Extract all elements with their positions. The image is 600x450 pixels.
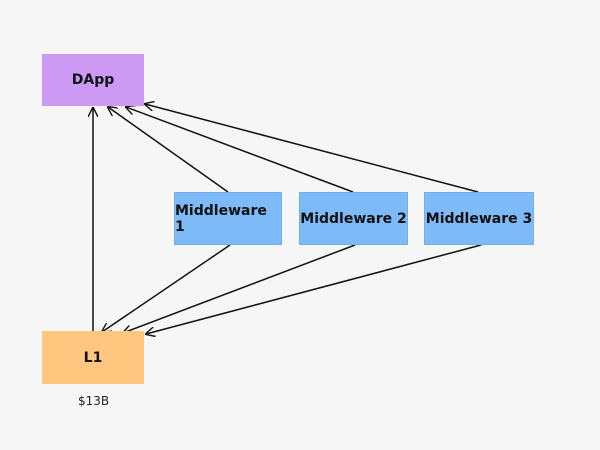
arrow-middleware-1-to-l1	[102, 244, 231, 332]
l1-node: L1	[42, 331, 144, 384]
arrow-middleware-3-to-l1	[146, 244, 482, 334]
arrow-middleware-2-to-dapp	[126, 107, 354, 193]
arrow-middleware-3-to-dapp	[145, 104, 479, 193]
middleware-2-label: Middleware 2	[300, 210, 407, 227]
l1-value-caption: $13B	[78, 394, 110, 408]
middleware-3-label: Middleware 3	[425, 210, 533, 227]
l1-label: L1	[83, 349, 103, 366]
arrow-middleware-2-to-l1	[123, 244, 356, 333]
middleware-1-node: Middleware 1	[174, 192, 282, 245]
middleware-1-label: Middleware 1	[175, 202, 267, 235]
middleware-2-node: Middleware 2	[299, 192, 408, 245]
dapp-label: DApp	[71, 72, 115, 88]
dapp-node: DApp	[42, 54, 144, 106]
middleware-3-node: Middleware 3	[424, 192, 534, 245]
arrow-middleware-1-to-dapp	[108, 107, 229, 193]
